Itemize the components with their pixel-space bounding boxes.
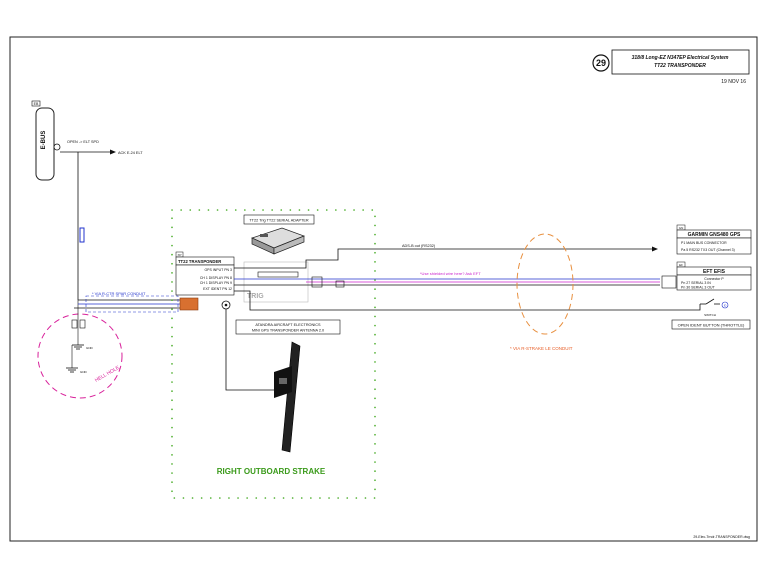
title-box <box>611 49 750 75</box>
date-label: 19 NOV 16 <box>721 79 746 85</box>
efis-pin: Pn 30 SERIAL 3 OUT <box>681 286 716 290</box>
ground-stud-1 <box>71 319 78 329</box>
efis-body <box>676 274 752 291</box>
antenna-icon <box>274 341 301 453</box>
strake-label: RIGHT OUTBOARD STRAKE <box>217 467 326 476</box>
ebus-tag: EB <box>34 102 39 106</box>
gps-wire <box>234 248 652 269</box>
title-block: 29 318/8 Long-EZ N347EP Electrical Syste… <box>592 49 750 539</box>
transponder-pin: CH 1 DISPLAY PN 9 <box>200 281 232 285</box>
shielded-wire-note: *Use shielded wire here? Ask EFT <box>420 271 481 276</box>
wire-splice <box>335 280 345 288</box>
sheet-number-circle <box>592 54 610 72</box>
ebus-label: E-BUS <box>41 131 47 150</box>
antenna-cable <box>225 309 282 391</box>
ground-icon <box>72 344 84 350</box>
ebus-bar <box>35 107 55 181</box>
transponder-tag: XP <box>177 253 181 257</box>
title-line1: 318/8 Long-EZ N347EP Electrical System <box>632 55 729 61</box>
ident-wire <box>234 290 701 311</box>
transponder-pin: CH 1 DISPLAY PN 8 <box>200 276 232 280</box>
ebus: E-BUS EB OPEN -> ELT SPD ACK E-24 ELT <box>31 100 143 300</box>
switch-label: SWITCH <box>704 313 716 317</box>
gns-pin: Pa 5 RS232 TX3 OUT (Channel 3) <box>681 248 735 252</box>
fuse-icon <box>79 227 85 243</box>
efis-tag: EF <box>679 263 683 267</box>
trig-logo: TRIG <box>247 293 264 300</box>
garmin-gns480: GN GARMIN GNS480 GPS P1 MAIN BUS CONNECT… <box>676 224 752 255</box>
gns-body <box>676 237 752 255</box>
ident-tag-icon <box>721 301 729 309</box>
gps-wire-label: ADS-B out (RS232) <box>402 244 436 248</box>
serial-adapter-title-box <box>243 214 315 225</box>
ident-title-box <box>671 319 751 330</box>
filename-label: 29-Elec-Trndr-TRANSPONDER.dwg <box>693 535 750 539</box>
serial-adapter: TT22 Trig TT22 SERIAL ADAPTER <box>243 214 315 255</box>
sheet-number: 29 <box>596 58 606 68</box>
ground-label-1: GND <box>86 346 94 350</box>
breaker-label: OPEN -> ELT SPD <box>67 140 99 144</box>
title-line2: TT22 TRANSPONDER <box>654 63 706 69</box>
transponder-pin: GPS INPUT PN 3 <box>204 268 232 272</box>
hell-hole-area: HELL HOLE GND GND <box>37 300 123 399</box>
serial-adapter-strip <box>257 271 299 278</box>
conduit-tube <box>85 295 179 313</box>
efis-title: EFT EFIS <box>703 269 726 275</box>
transponder-pin: EXT IDENT PN 12 <box>203 287 232 291</box>
ident-tag: ID <box>724 305 727 308</box>
ground-stud-2 <box>79 319 86 329</box>
hell-hole-circle <box>37 313 123 399</box>
breaker-icon <box>53 143 61 151</box>
serial-adapter-icon <box>251 227 305 255</box>
ebus-tag-box <box>31 100 41 107</box>
signal-wires: ADS-B out (RS232) *Use shielded wire her… <box>234 244 701 311</box>
strake-outline: RIGHT OUTBOARD STRAKE <box>171 209 376 499</box>
strake-conduit-ellipse <box>516 233 574 335</box>
transponder-title: TT22 TRANSPONDER <box>178 259 221 264</box>
ident-switch: ID SWITCH OPEN IDENT BUTTON (THROTTLE) <box>671 298 751 330</box>
eft-efis: EF EFT EFIS Connector P Pn 27 SERIAL 3 I… <box>661 261 752 291</box>
sheet-border <box>9 36 758 542</box>
switch-icon <box>700 298 720 305</box>
antenna-title-box <box>235 319 341 335</box>
strake-conduit-label: * VIA R-STRAKE LE CONDUIT <box>510 346 573 351</box>
efis-sub: Connector P <box>704 277 724 281</box>
ack-label: ACK E-24 ELT <box>118 151 143 155</box>
gns-tag: GN <box>679 226 684 230</box>
antenna-connector-center <box>224 303 228 307</box>
gns-sub: P1 MAIN BUS CONNECTOR <box>681 241 727 245</box>
ground-icon <box>66 367 78 373</box>
ctr-spar-conduit: * VIA R-CTR SPAR CONDUIT <box>74 291 199 313</box>
transponder: XP TT22 TRANSPONDER GPS INPUT PN 3 CH 1 … <box>175 251 235 310</box>
antenna: ATANDRA AIRCRAFT ELECTRONICS MINI GPS TR… <box>225 309 341 453</box>
wire-splice <box>311 276 323 288</box>
transponder-body <box>175 264 235 296</box>
hell-hole-label: HELL HOLE <box>94 365 121 384</box>
efis-connector <box>661 275 677 289</box>
connector-block <box>179 297 199 311</box>
efis-pin: Pn 27 SERIAL 3 IN <box>681 281 711 285</box>
antenna-title-line1: ATANDRA AIRCRAFT ELECTRONICS <box>255 323 321 327</box>
ident-title: OPEN IDENT BUTTON (THROTTLE) <box>678 323 745 328</box>
antenna-title-line2: MINI GPS TRANSPONDER ANTENNA 2.0 <box>252 329 324 333</box>
gns-title: GARMIN GNS480 GPS <box>688 232 741 238</box>
arrow-icon <box>110 149 116 155</box>
ctr-spar-conduit-label: * VIA R-CTR SPAR CONDUIT <box>92 291 146 296</box>
arrow-icon <box>652 246 658 252</box>
ground-label-2: GND <box>80 370 88 374</box>
serial-adapter-title: TT22 Trig TT22 SERIAL ADAPTER <box>249 219 309 223</box>
